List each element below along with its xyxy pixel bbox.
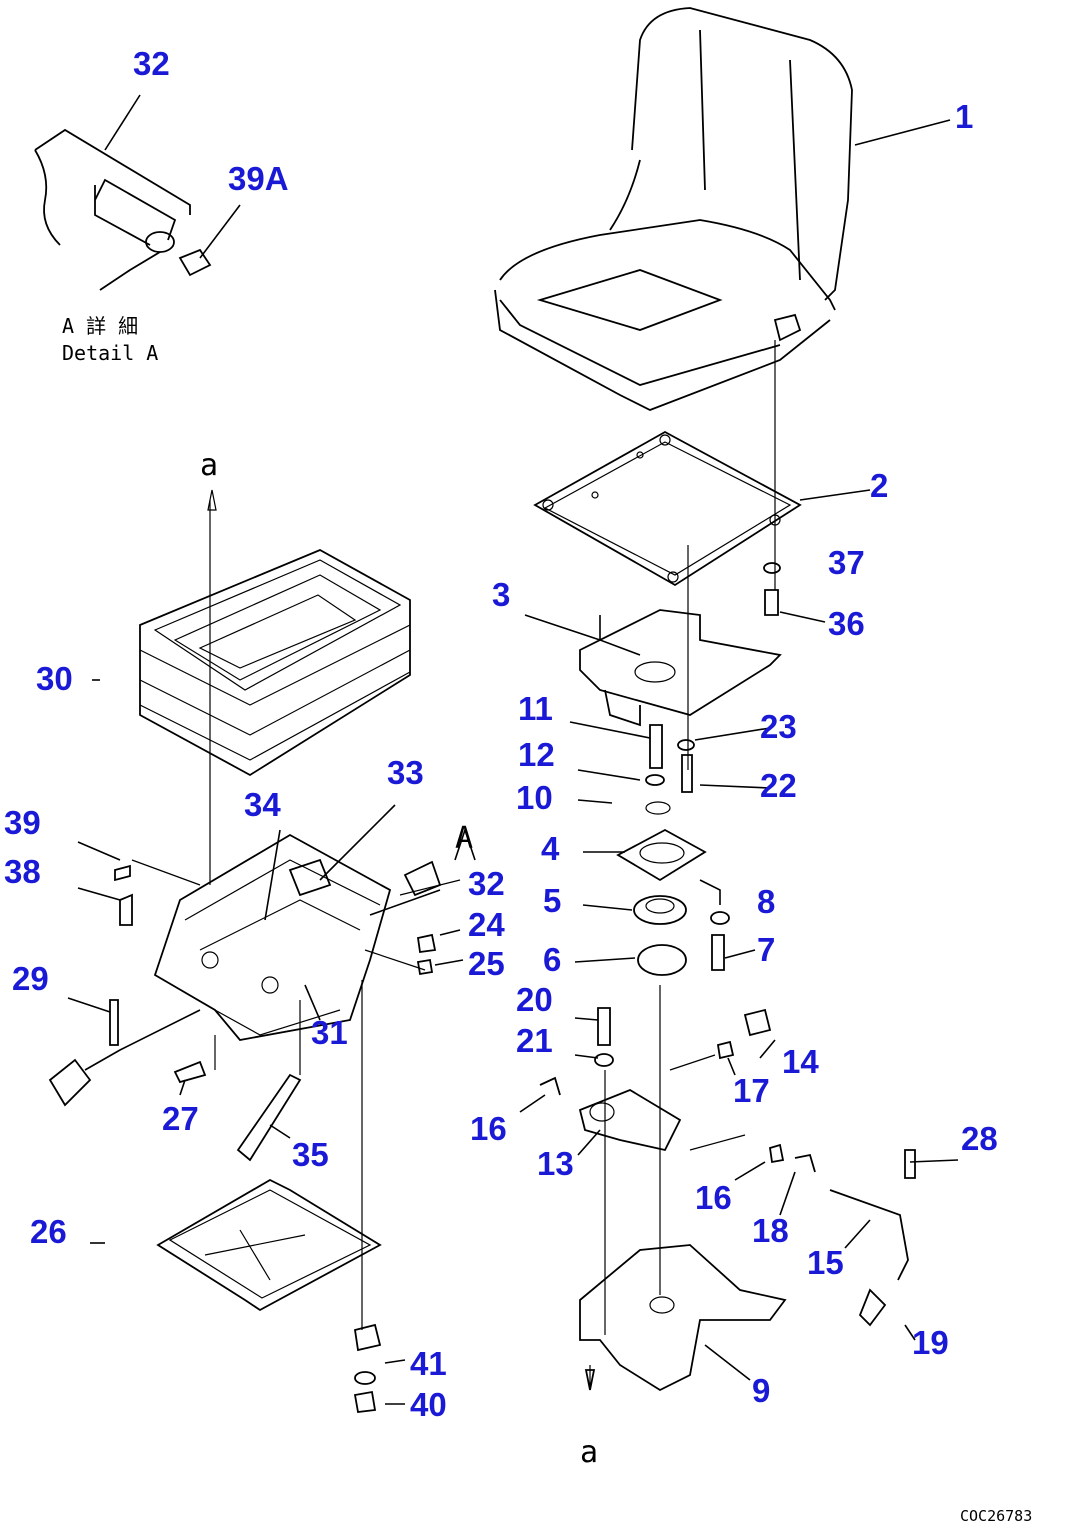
drawing-code: COC26783	[960, 1507, 1032, 1525]
part-label-39: 39	[4, 804, 41, 841]
part-label-2: 2	[870, 467, 888, 504]
part-label-41: 41	[410, 1345, 447, 1382]
part-label-18: 18	[752, 1212, 789, 1249]
detail-a-drawing	[34, 94, 241, 291]
seat-drawing	[494, 7, 853, 411]
part-label-31: 31	[311, 1014, 348, 1051]
assembly-lines	[131, 340, 776, 1391]
part-label-25: 25	[468, 945, 505, 982]
detail-caption-jp: A 詳 細	[62, 314, 138, 338]
part-label-9: 9	[752, 1372, 770, 1409]
part-label-12: 12	[518, 736, 555, 773]
part-label-27: 27	[162, 1100, 199, 1137]
leader-lines	[67, 119, 959, 1405]
part-labels: 1 2 3 4 5 6 7 8 9 10 11 12 13 14 15 16 1…	[4, 45, 998, 1423]
detail-marker: A	[455, 821, 473, 856]
part-label-26: 26	[30, 1213, 67, 1250]
part-label-6: 6	[543, 941, 561, 978]
section-mark-top: a	[200, 448, 218, 483]
part-label-35: 35	[292, 1136, 329, 1173]
part-label-40: 40	[410, 1386, 447, 1423]
part-label-15: 15	[807, 1244, 844, 1281]
seat-plate-drawing	[533, 430, 802, 587]
part-label-4: 4	[541, 830, 560, 867]
part-label-17: 17	[733, 1072, 770, 1109]
part-label-19: 19	[912, 1324, 949, 1361]
part-label-38: 38	[4, 853, 41, 890]
part-label-3: 3	[492, 576, 510, 613]
part-label-30: 30	[36, 660, 73, 697]
small-parts-left	[48, 864, 437, 1413]
part-label-23: 23	[760, 708, 797, 745]
bearing-drawing	[616, 801, 707, 976]
small-parts-right	[594, 562, 916, 1179]
part-label-37: 37	[828, 544, 865, 581]
part-label-24: 24	[468, 906, 505, 943]
part-label-29: 29	[12, 960, 49, 997]
part-label-36: 36	[828, 605, 865, 642]
part-label-1: 1	[955, 98, 973, 135]
part-label-8: 8	[757, 883, 775, 920]
part-label-34: 34	[244, 786, 281, 823]
part-label-7: 7	[757, 931, 775, 968]
part-label-11: 11	[518, 690, 553, 727]
part-label-28: 28	[961, 1120, 998, 1157]
bellows-drawing	[139, 549, 411, 777]
part-label-32a: 32	[133, 45, 170, 82]
part-label-13: 13	[537, 1145, 574, 1182]
part-label-14: 14	[782, 1043, 819, 1080]
part-label-21: 21	[516, 1022, 553, 1059]
suspension-drawing	[153, 833, 392, 1041]
swivel-drawing	[539, 1076, 909, 1392]
section-mark-bottom: a	[580, 1435, 598, 1470]
rail-drawing	[156, 1178, 382, 1312]
part-label-5: 5	[543, 882, 561, 919]
part-label-16b: 16	[695, 1179, 732, 1216]
part-label-22: 22	[760, 767, 797, 804]
part-label-10: 10	[516, 779, 553, 816]
detail-caption-en: Detail A	[62, 341, 158, 365]
part-label-33: 33	[387, 754, 424, 791]
bracket-drawing	[579, 609, 782, 727]
part-label-39a: 39A	[228, 160, 289, 197]
part-label-20: 20	[516, 981, 553, 1018]
part-label-16a: 16	[470, 1110, 507, 1147]
part-label-32b: 32	[468, 865, 505, 902]
